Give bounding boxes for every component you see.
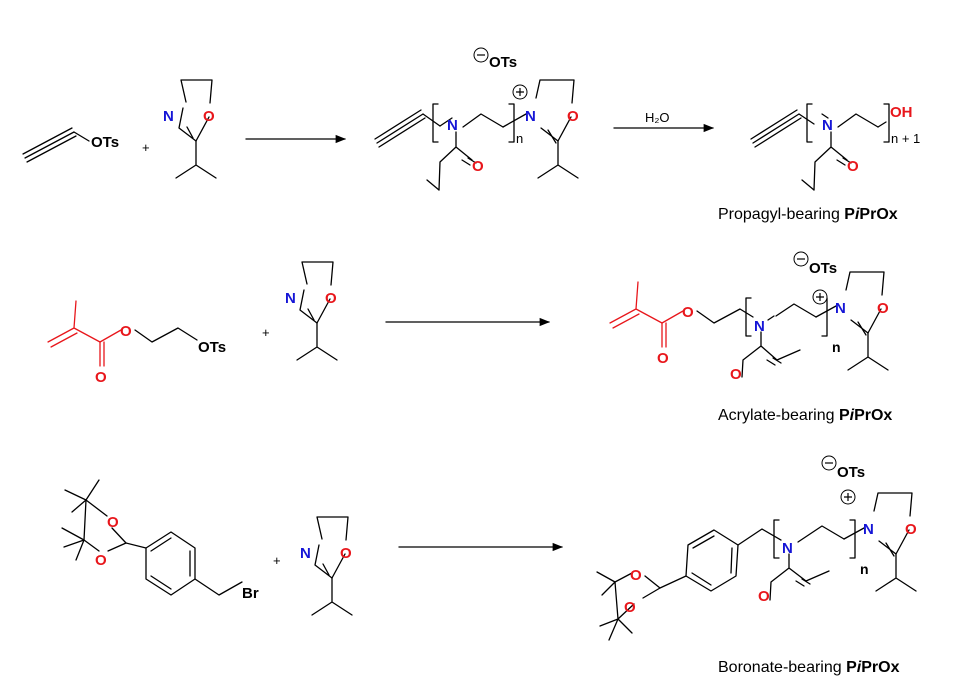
ots-label: OTs [809, 260, 837, 277]
negative-charge-icon [821, 455, 837, 471]
methacrylate-tosylate: O O OTs [47, 300, 226, 386]
o-atom: O [95, 369, 107, 386]
o-atom: O [472, 158, 484, 175]
o-atom: O [758, 588, 770, 605]
n-atom: N [822, 117, 833, 134]
propargyl-tosylate: OTs [22, 127, 119, 163]
isopropyl-oxazoline: N O [163, 79, 217, 179]
pinacol-boronate-benzyl-bromide: O O Br [61, 479, 259, 602]
negative-charge-icon [793, 251, 809, 267]
repeat-n-plus-1: n + 1 [891, 131, 920, 146]
n-atom: N [782, 540, 793, 557]
o-atom: O [340, 545, 352, 562]
isopropyl-oxazoline: N O [300, 516, 353, 616]
o-atom: O [567, 108, 579, 125]
ots-label: OTs [91, 134, 119, 151]
o-atom: O [325, 290, 337, 307]
ots-label: OTs [837, 464, 865, 481]
o-atom: O [847, 158, 859, 175]
repeat-n: n [832, 339, 841, 355]
n-atom: N [163, 108, 174, 125]
repeat-n: n [860, 561, 869, 577]
o-atom: O [120, 323, 132, 340]
n-atom: N [754, 318, 765, 335]
positive-charge-icon [512, 84, 528, 100]
n-atom: N [863, 521, 874, 538]
o-atom: O [877, 300, 889, 317]
o-atom: O [203, 108, 215, 125]
propargyl-piprox-product: N O OH n + 1 [750, 103, 920, 191]
plus-sign: + [262, 325, 270, 340]
o-atom: O [95, 552, 107, 569]
isopropyl-oxazoline: N O [285, 261, 338, 361]
br-label: Br [242, 585, 259, 602]
plus-sign: + [273, 553, 281, 568]
cationic-boronate-piprox: O O N O n N O OTs [596, 455, 917, 641]
ots-label: OTs [198, 339, 226, 356]
caption-propargyl: Propagyl-bearing PiPrOx [718, 206, 898, 223]
o-atom: O [657, 350, 669, 367]
caption-acrylate: Acrylate-bearing PiPrOx [718, 407, 892, 424]
n-atom: N [447, 117, 458, 134]
negative-charge-icon [473, 47, 489, 63]
o-atom: O [730, 366, 742, 383]
o-atom: O [624, 599, 636, 616]
o-atom: O [905, 521, 917, 538]
n-atom: N [300, 545, 311, 562]
ots-label: OTs [489, 54, 517, 71]
o-atom: O [682, 304, 694, 321]
reagent-water: H₂O [645, 110, 670, 125]
cationic-intermediate-propargyl: N O n N O OTs [374, 47, 579, 191]
o-atom: O [107, 514, 119, 531]
o-atom: O [630, 567, 642, 584]
positive-charge-icon [840, 489, 856, 505]
n-atom: N [525, 108, 536, 125]
caption-boronate: Boronate-bearing PiPrOx [718, 659, 900, 676]
cationic-acrylate-piprox: O O N O n N O OTs [609, 251, 889, 383]
oh-label: OH [890, 104, 913, 121]
repeat-n: n [516, 131, 523, 146]
positive-charge-icon [812, 289, 828, 305]
plus-sign: + [142, 140, 150, 155]
n-atom: N [285, 290, 296, 307]
n-atom: N [835, 300, 846, 317]
